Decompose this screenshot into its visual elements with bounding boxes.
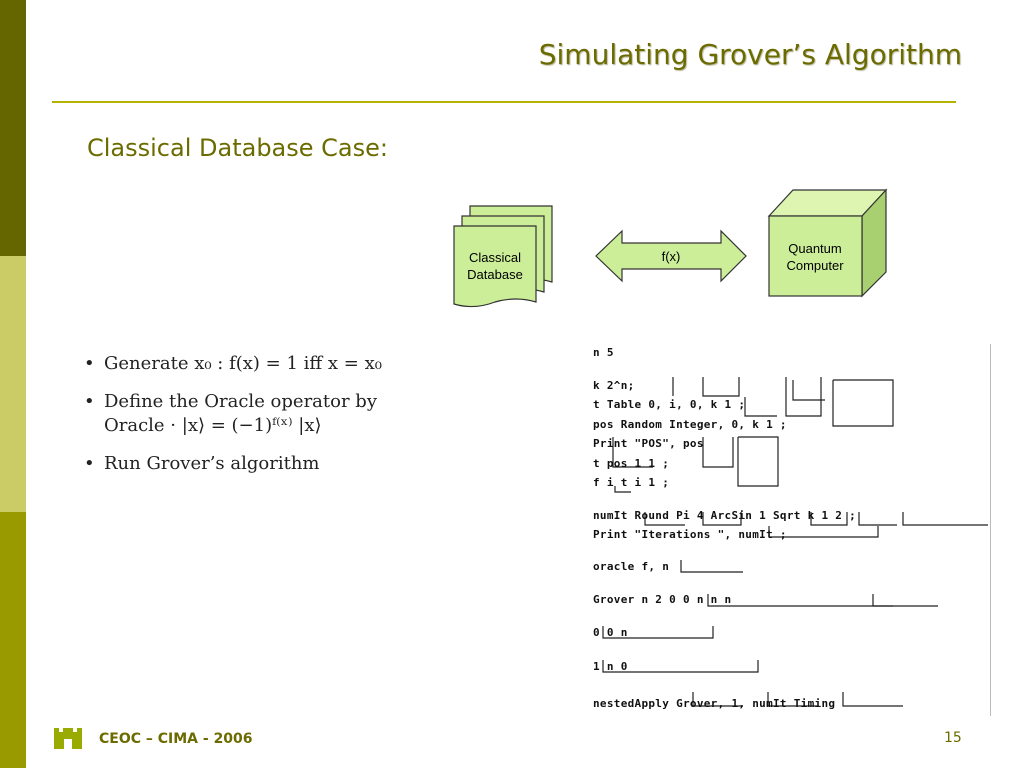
- code-line: numIt Round Pi 4 ArcSin 1 Sqrt k 1 2 ;: [593, 509, 857, 522]
- double-arrow: [595, 229, 747, 283]
- code-line: k 2^n;: [593, 379, 635, 392]
- computer-label-line1: Quantum: [788, 241, 841, 256]
- code-line: oracle f, n: [593, 560, 670, 573]
- code-block: n 5 k 2^n; t Table 0, i, 0, k 1 ; pos Ra…: [593, 340, 993, 720]
- code-line: t Table 0, i, 0, k 1 ;: [593, 398, 746, 411]
- bullet-list: • Generate x₀ : f(x) = 1 iff x = x₀ • De…: [84, 352, 524, 490]
- bullet-formula: Oracle · |x⟩ = (−1)ᶠ⁽ˣ⁾ |x⟩: [104, 415, 322, 436]
- bullet-text: Generate x₀ : f(x) = 1 iff x = x₀: [104, 353, 382, 374]
- footer-text: CEOC – CIMA - 2006: [99, 731, 253, 747]
- bullet-item: • Define the Oracle operator by Oracle ·…: [84, 390, 524, 438]
- sidebar-band-bottom: [0, 512, 26, 768]
- code-bracket-artifacts: [602, 377, 988, 707]
- code-line: Print "POS", pos: [593, 437, 704, 450]
- title-divider: [52, 101, 956, 103]
- code-line: Grover n 2 0 0 n n n: [593, 593, 732, 606]
- code-line: 0 0 n: [593, 626, 628, 639]
- code-line: 1 n 0: [593, 660, 628, 673]
- bullet-text: Define the Oracle operator by: [104, 391, 377, 412]
- code-line: f i t i 1 ;: [593, 476, 670, 489]
- code-line: t pos 1 1 ;: [593, 457, 670, 470]
- quantum-computer-cube: [767, 188, 888, 298]
- arrow-label: f(x): [662, 249, 681, 264]
- sidebar-decoration: [0, 0, 26, 768]
- bullet-dot: •: [84, 353, 95, 374]
- page-number: 15: [944, 730, 962, 746]
- database-label-line1: Classical: [469, 250, 521, 265]
- bullet-item: • Run Grover’s algorithm: [84, 452, 524, 476]
- bullet-dot: •: [84, 391, 95, 412]
- classical-database-shape: [453, 205, 553, 308]
- computer-label-line2: Computer: [786, 258, 844, 273]
- slide-subtitle: Classical Database Case:: [87, 134, 388, 162]
- code-line: n 5: [593, 346, 614, 359]
- castle-logo-icon: [54, 728, 82, 749]
- code-line: nestedApply Grover, 1, numIt Timing: [593, 697, 836, 710]
- sidebar-band-middle: [0, 256, 26, 512]
- code-line: Print "Iterations ", numIt ;: [593, 528, 787, 541]
- slide-title: Simulating Grover’s Algorithm: [538, 38, 962, 71]
- bullet-dot: •: [84, 453, 95, 474]
- code-line: pos Random Integer, 0, k 1 ;: [593, 418, 787, 431]
- code-right-border: [990, 344, 991, 716]
- sidebar-band-top: [0, 0, 26, 256]
- database-label-line2: Database: [467, 267, 523, 282]
- database-diagram: Classical Database f(x) Quantum Computer: [453, 188, 888, 308]
- bullet-item: • Generate x₀ : f(x) = 1 iff x = x₀: [84, 352, 524, 376]
- bullet-text: Run Grover’s algorithm: [104, 453, 320, 474]
